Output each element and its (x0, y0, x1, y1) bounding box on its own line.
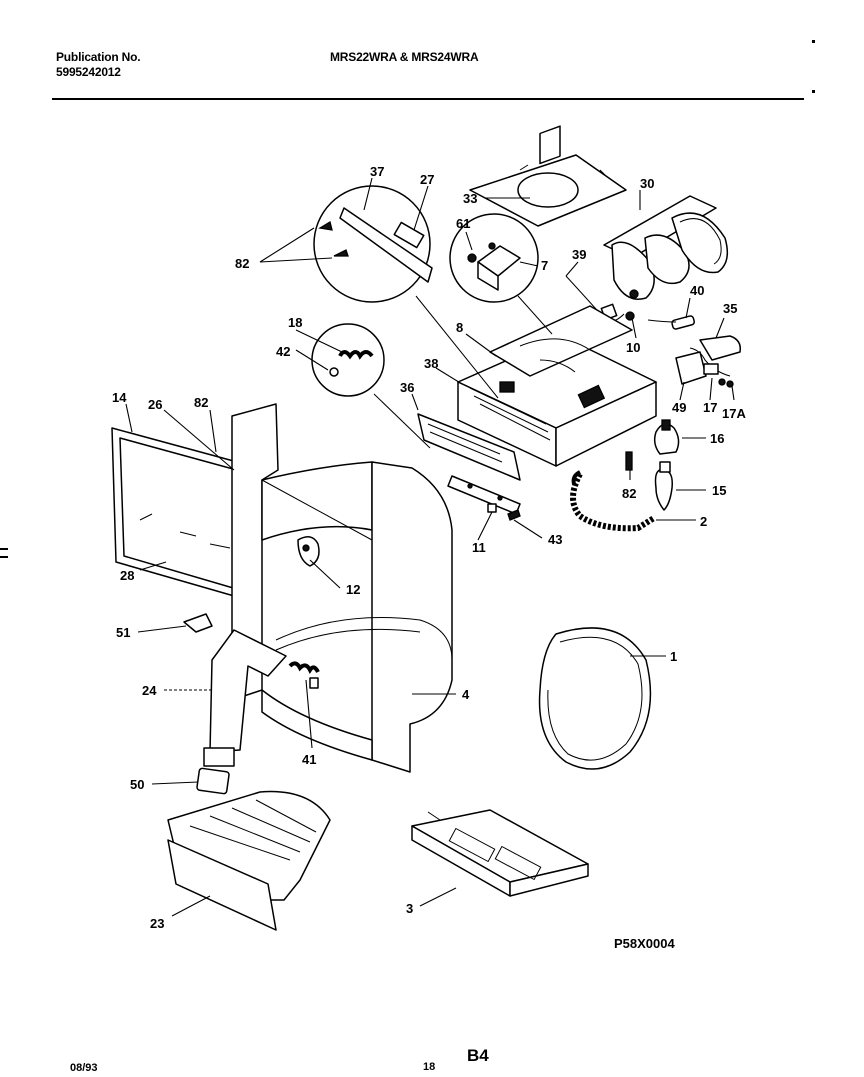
part-gasket (538, 627, 652, 770)
callout-39: 39 (572, 247, 586, 262)
callout-35: 35 (723, 301, 737, 316)
page-date: 08/93 (70, 1062, 98, 1074)
callout-8: 8 (456, 320, 463, 335)
callout-17a: 17A (722, 406, 746, 421)
part-dispenser-housing (231, 403, 453, 773)
callout-4: 4 (462, 687, 470, 702)
part-screw-43 (507, 509, 521, 521)
callout-3: 3 (406, 901, 413, 916)
detail-leader (415, 295, 499, 399)
callout-82-lower: 82 (622, 486, 636, 501)
part-top-cover-plate (469, 154, 627, 227)
callout-18: 18 (288, 315, 302, 330)
callout-42: 42 (276, 344, 290, 359)
callout-16: 16 (710, 431, 724, 446)
edge-mark (0, 556, 8, 558)
callout-40: 40 (690, 283, 704, 298)
detail-circle-switch (449, 213, 539, 303)
callout-38: 38 (424, 356, 438, 371)
detail-circle-switch-plate (313, 185, 433, 303)
part-bracket (183, 613, 213, 633)
callout-50: 50 (130, 777, 144, 792)
part-spring (288, 661, 320, 689)
publication-label: Publication No. (56, 50, 141, 64)
callout-11: 11 (472, 540, 486, 555)
detail-leader (517, 295, 553, 335)
callout-24: 24 (142, 683, 157, 698)
part-switch-bracket (675, 351, 734, 388)
part-clip (297, 536, 320, 567)
leader-lines (125, 177, 735, 917)
part-screw-82 (625, 451, 633, 471)
section-label: B4 (467, 1046, 489, 1065)
page-number: 18 (423, 1061, 436, 1073)
callout-28: 28 (120, 568, 134, 583)
callout-37: 37 (370, 164, 384, 179)
callout-82-top: 82 (235, 256, 249, 271)
callout-49: 49 (672, 400, 686, 415)
part-lamp-socket (653, 419, 680, 455)
part-dispenser-frame (111, 427, 253, 601)
callout-1: 1 (670, 649, 677, 664)
callout-26: 26 (148, 397, 162, 412)
part-wire-harness-2 (570, 470, 656, 532)
callout-14: 14 (112, 390, 127, 405)
callout-27: 27 (420, 172, 434, 187)
callout-2: 2 (700, 514, 707, 529)
part-pad (196, 767, 230, 795)
callout-17: 17 (703, 400, 717, 415)
part-light-bulb (654, 461, 673, 511)
callout-51: 51 (116, 625, 130, 640)
callout-10: 10 (626, 340, 640, 355)
header-rule (52, 98, 804, 100)
part-heater-pad (411, 809, 589, 897)
callout-30: 30 (640, 176, 654, 191)
callout-41: 41 (302, 752, 316, 767)
drawing-code: P58X0004 (614, 936, 675, 951)
callout-15: 15 (712, 483, 726, 498)
publication-number: 5995242012 (56, 65, 121, 79)
callout-12: 12 (346, 582, 360, 597)
callout-36: 36 (400, 380, 414, 395)
part-wire-harness (647, 315, 742, 377)
callout-82-left: 82 (194, 395, 208, 410)
edge-mark (812, 90, 815, 93)
part-control-housing (457, 125, 657, 467)
callout-7: 7 (541, 258, 548, 273)
callout-33: 33 (463, 191, 477, 206)
edge-mark (812, 40, 815, 43)
callout-23: 23 (150, 916, 164, 931)
part-chute-arm (203, 629, 287, 767)
model-numbers: MRS22WRA & MRS24WRA (330, 50, 479, 64)
part-drip-tray (167, 790, 331, 931)
part-light-housing (603, 195, 729, 300)
callout-61: 61 (456, 216, 470, 231)
edge-mark (0, 548, 8, 550)
callout-43: 43 (548, 532, 562, 547)
part-control-plate (417, 413, 521, 481)
detail-leader (373, 393, 431, 449)
part-small-plate (447, 475, 521, 515)
detail-circle-spring (311, 323, 385, 397)
